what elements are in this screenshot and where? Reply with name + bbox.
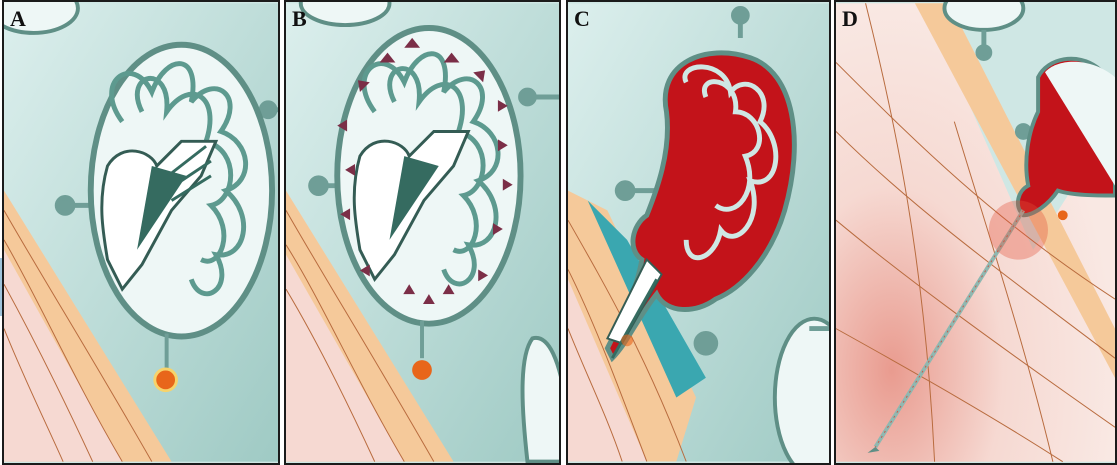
panel-b-illustration: [286, 2, 559, 463]
panel-a: A: [2, 0, 280, 465]
panel-d-illustration: [836, 2, 1115, 463]
panel-c-illustration: [568, 2, 829, 463]
panel-b: B: [284, 0, 561, 465]
trigger-bulb: [155, 369, 177, 391]
panel-a-illustration: [4, 2, 278, 463]
trigger-bulb: [412, 360, 432, 380]
panel-d: D: [834, 0, 1117, 465]
panel-label-a: A: [10, 8, 26, 30]
panel-label-b: B: [292, 8, 307, 30]
panel-label-d: D: [842, 8, 858, 30]
panel-label-c: C: [574, 8, 590, 30]
panel-c: C: [566, 0, 831, 465]
